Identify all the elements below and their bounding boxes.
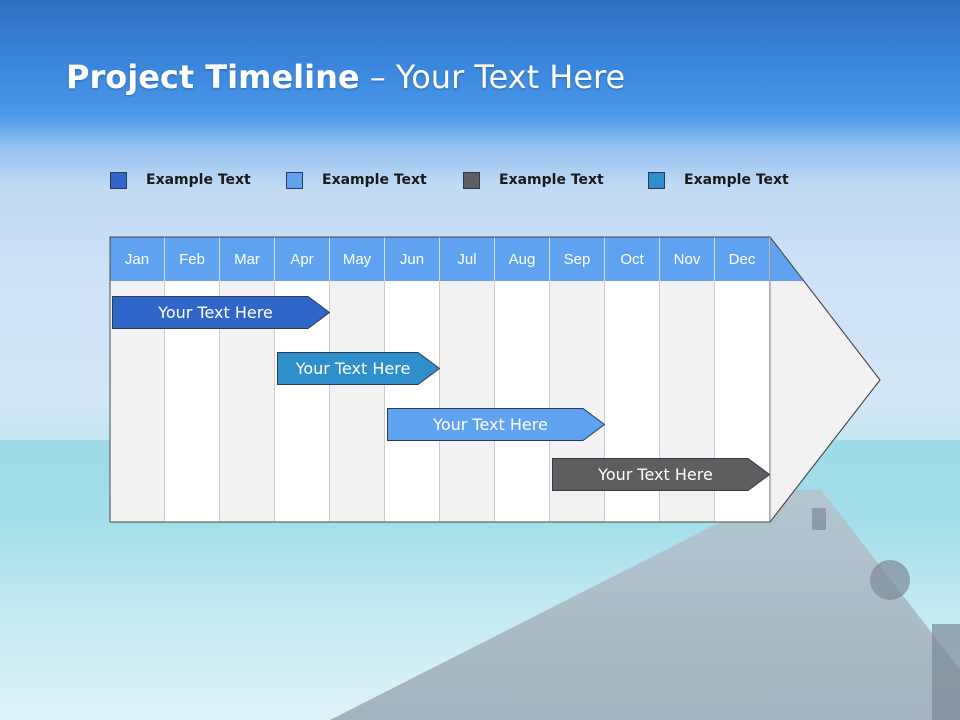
legend-swatch — [110, 171, 127, 189]
legend-swatch — [463, 171, 480, 189]
legend-label: Example Text — [322, 172, 427, 188]
legend-swatch — [648, 171, 665, 189]
legend-label: Example Text — [684, 172, 789, 188]
title-rest: – Your Text Here — [359, 58, 626, 96]
title-bold: Project Timeline — [66, 58, 360, 96]
legend-item: Example Text — [286, 170, 427, 190]
legend-item: Example Text — [110, 170, 251, 190]
legend-item: Example Text — [648, 170, 789, 190]
legend-label: Example Text — [499, 172, 604, 188]
legend-label: Example Text — [146, 172, 251, 188]
pier-post — [870, 560, 910, 600]
pier-post — [812, 508, 826, 530]
legend-swatch — [286, 171, 303, 189]
legend-item: Example Text — [463, 170, 604, 190]
slide-title: Project Timeline – Your Text Here — [66, 58, 625, 96]
pier-post — [932, 624, 960, 720]
